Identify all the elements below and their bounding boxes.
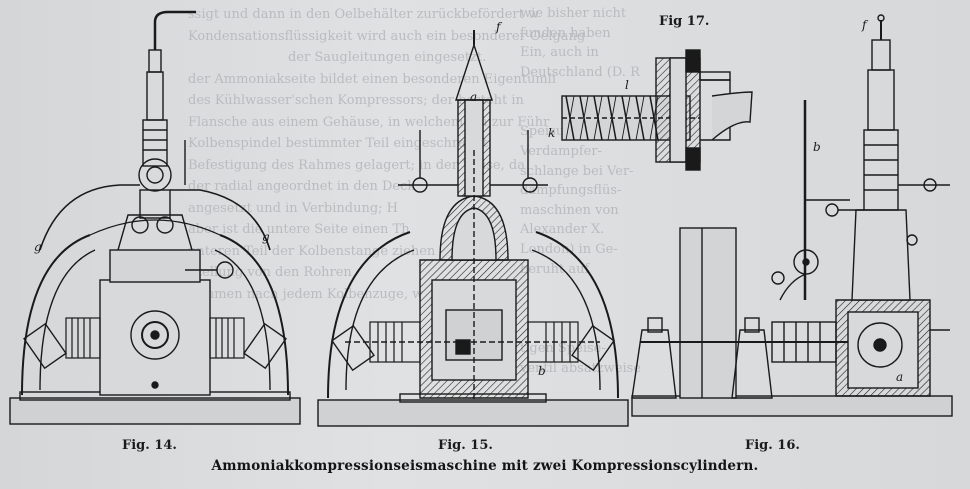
background-text-line: ventil absatzweise — [520, 360, 640, 376]
label-b-fig16: b — [813, 140, 821, 154]
background-text-line: Kolbenspindel bestimmter Teil eingeschra… — [188, 136, 488, 151]
background-text-line: der radial angeordnet in den Deck — [188, 179, 416, 194]
background-text-line: des Kühlwasser'schen Kompressors; der be… — [188, 93, 524, 108]
label-f-fig15: f — [496, 20, 501, 34]
figure-15-caption: Fig. 15. — [438, 438, 493, 453]
figure-17-caption: Fig 17. — [659, 14, 710, 29]
background-text-line: beruht auf — [520, 261, 590, 277]
background-text-line: angesetzt und in Verbindung; H — [188, 200, 398, 216]
background-text-line: schlange bei Ver- — [520, 163, 634, 179]
background-text-line: wie bisher nicht — [520, 6, 627, 21]
background-text-line: funden haben — [520, 25, 611, 41]
background-text-line: aber ist die untere Seite einen Th — [188, 222, 410, 237]
main-caption: Ammoniakkompressionseismaschine mit zwei… — [211, 458, 759, 474]
label-l-fig17: l — [625, 78, 629, 92]
label-b1-fig15: b — [538, 364, 546, 378]
figure-14-caption: Fig. 14. — [122, 438, 177, 453]
background-text-line: Rahmen nach jedem Kolbenzuge, w — [188, 286, 424, 302]
background-text-line: Verdampfer- — [520, 143, 602, 159]
background-text-line: dampfungsflüs- — [520, 183, 622, 199]
label-f-fig16: f — [862, 18, 867, 32]
background-text-line: maschinen von — [520, 202, 619, 218]
label-a-fig16: a — [896, 370, 904, 384]
background-text-line: Kondensationsflüssigkeit wird auch ein b… — [188, 28, 586, 44]
figure-17-drawing — [561, 49, 753, 171]
background-text-line: der Saugleitungen eingesetzt. — [288, 50, 487, 65]
background-text-line: tigen Speise- — [520, 341, 606, 357]
figure-15-drawing — [317, 30, 629, 427]
background-side-text-block: wie bisher nicht funden haben Ein, auch … — [520, 4, 640, 378]
figure-16-drawing — [631, 14, 953, 417]
background-text-line: Ein, auch in — [520, 45, 599, 61]
figure-16-caption: Fig. 16. — [745, 438, 800, 453]
label-g-right: g — [262, 230, 270, 244]
figure-14-drawing — [9, 10, 301, 425]
label-a-fig15: a — [470, 90, 478, 104]
background-text-line: Deutschland (D. R — [520, 64, 640, 80]
background-text-line: Befestigung des Rahmes gelagert; in der … — [188, 157, 525, 173]
label-k-fig17: k — [548, 126, 556, 140]
background-text-line: ssigt und dann in den Oelbehälter zurück… — [188, 7, 540, 22]
label-g-left: g — [34, 240, 42, 254]
